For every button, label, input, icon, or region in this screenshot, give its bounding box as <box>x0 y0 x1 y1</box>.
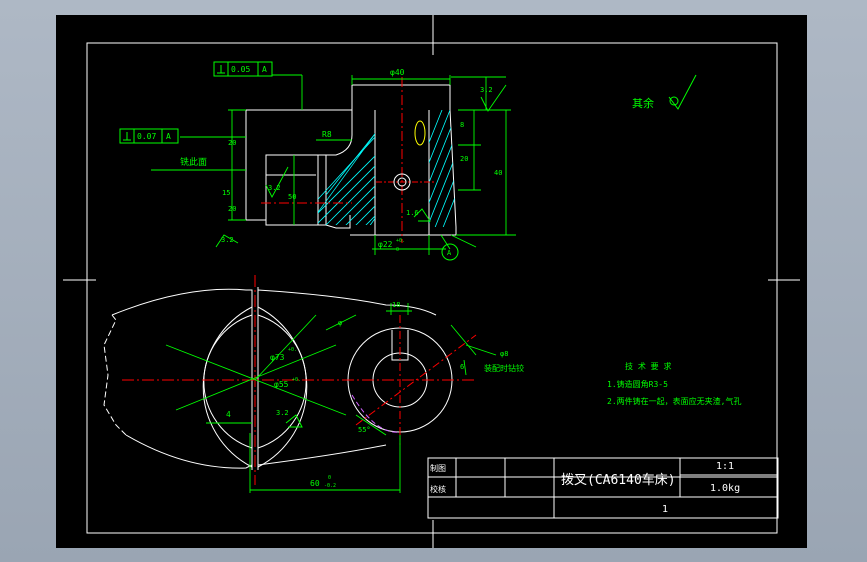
section-view-labels: 0.05 A 0.07 A φ40 R8 φ22 +0. 0 铣此面 A 3.2… <box>137 65 502 257</box>
roughness-2: 3.2 <box>480 86 493 94</box>
dim-v2: 15 <box>222 189 230 197</box>
dim-d-bottom-sup: +0. <box>396 238 405 244</box>
plan-dimension-lines <box>165 303 497 493</box>
dim-r2: 20 <box>460 155 468 163</box>
drawing-canvas: 0.05 A 0.07 A φ40 R8 φ22 +0. 0 铣此面 A 3.2… <box>63 15 800 548</box>
plan-view-labels: φ73 +0. φ55 +0. 4 3.2 60 0 -0.2 18 6 55°… <box>226 301 524 489</box>
tolerance-frames <box>119 61 459 261</box>
dim-6: 6 <box>460 363 464 371</box>
slot-wall <box>317 154 327 226</box>
roughness-4: 1.6 <box>406 209 419 217</box>
roughness-symbols <box>215 84 507 248</box>
dim-phi: φ <box>338 319 342 327</box>
dim-4: 4 <box>226 410 231 419</box>
dim-r3: 40 <box>494 169 502 177</box>
tol2-datum: A <box>166 132 171 141</box>
dim-big-d-sup: +0. <box>288 347 297 353</box>
dim-phi8: φ8 <box>500 350 508 358</box>
roughness-1: 3.2 <box>268 184 281 192</box>
pin-hole-outer <box>393 173 411 191</box>
section-view: 0.05 A 0.07 A φ40 R8 φ22 +0. 0 铣此面 A 3.2… <box>119 61 516 261</box>
dim-small-d-sup: +0. <box>292 377 301 383</box>
outline-left <box>246 109 353 229</box>
small-bore-left <box>203 314 253 449</box>
dim-r8: R8 <box>322 130 332 139</box>
hatch-right <box>429 110 456 227</box>
perpendicular-icon <box>123 65 225 141</box>
plan-roughness-icon <box>285 414 303 428</box>
hatch-left <box>318 110 375 225</box>
plan-view: φ73 +0. φ55 +0. 4 3.2 60 0 -0.2 18 6 55°… <box>103 275 524 493</box>
title-block: 制图 校核 拨叉(CA6140车床) 1:1 1.0kg 1 <box>427 457 779 519</box>
dim-d-bottom-sub: 0 <box>396 247 399 253</box>
big-bore-right <box>257 306 308 468</box>
dim-60: 60 <box>310 479 320 488</box>
pin-hole-inner <box>397 177 407 187</box>
notes-line-1: 1.铸造圆角R3-5 <box>607 379 668 389</box>
tol2-value: 0.07 <box>137 132 156 141</box>
notes-title: 技 术 要 求 <box>625 361 671 371</box>
scale-value: 1:1 <box>716 461 734 472</box>
tol1-datum: A <box>262 65 267 74</box>
remark-other: 其余 <box>632 96 654 110</box>
dim-60-sup: 0 <box>328 475 331 481</box>
notes-line-2: 2.两件铸在一起，表面应无夹渣,气孔 <box>607 396 741 406</box>
datum-a-label: A <box>447 249 452 257</box>
dim-v4: 50 <box>288 193 296 201</box>
remark-circle-icon <box>669 96 679 106</box>
lever-top-outline <box>257 289 437 316</box>
lever-bottom-outline <box>257 444 387 466</box>
hidden-arc <box>351 394 401 433</box>
small-bore-right <box>257 314 307 449</box>
dimension-lines <box>151 74 516 255</box>
dim-big-d: φ73 <box>270 353 285 362</box>
remark-roughness-icon <box>668 74 697 110</box>
dim-18: 18 <box>392 301 400 309</box>
dim-v3: 20 <box>228 205 236 213</box>
dim-d-bottom: φ22 <box>378 240 393 249</box>
lever-left-outline <box>111 288 253 469</box>
technical-notes: 技 术 要 求 1.铸造圆角R3-5 2.两件铸在一起，表面应无夹渣,气孔 <box>607 361 741 406</box>
label-draw: 制图 <box>430 463 446 473</box>
dim-60-sub: -0.2 <box>324 483 336 489</box>
label-check: 校核 <box>430 484 446 494</box>
sheet-number: 1 <box>662 504 668 515</box>
label-milling-face: 铣此面 <box>180 156 207 168</box>
roughness-3: 3.2 <box>221 236 234 244</box>
dim-v1: 20 <box>228 139 236 147</box>
boss-diagonal-centerline <box>355 334 477 426</box>
tol1-value: 0.05 <box>231 65 250 74</box>
part-name: 拨叉(CA6140车床) <box>561 472 676 488</box>
dim-3-2: 3.2 <box>276 409 289 417</box>
dim-r1: 8 <box>460 121 464 129</box>
weight-value: 1.0kg <box>710 483 740 494</box>
dim-small-d: φ55 <box>274 380 289 389</box>
oil-hole <box>414 120 426 146</box>
drawing-sheet[interactable]: 0.05 A 0.07 A φ40 R8 φ22 +0. 0 铣此面 A 3.2… <box>56 15 807 548</box>
dim-d-top: φ40 <box>390 68 405 77</box>
drawing-border <box>86 42 778 534</box>
outline-right <box>350 84 457 236</box>
big-bore-left <box>202 306 253 468</box>
break-line <box>103 314 127 436</box>
label-assembly-drill: 装配时钻铰 <box>484 363 524 373</box>
dim-55deg: 55° <box>358 426 371 434</box>
